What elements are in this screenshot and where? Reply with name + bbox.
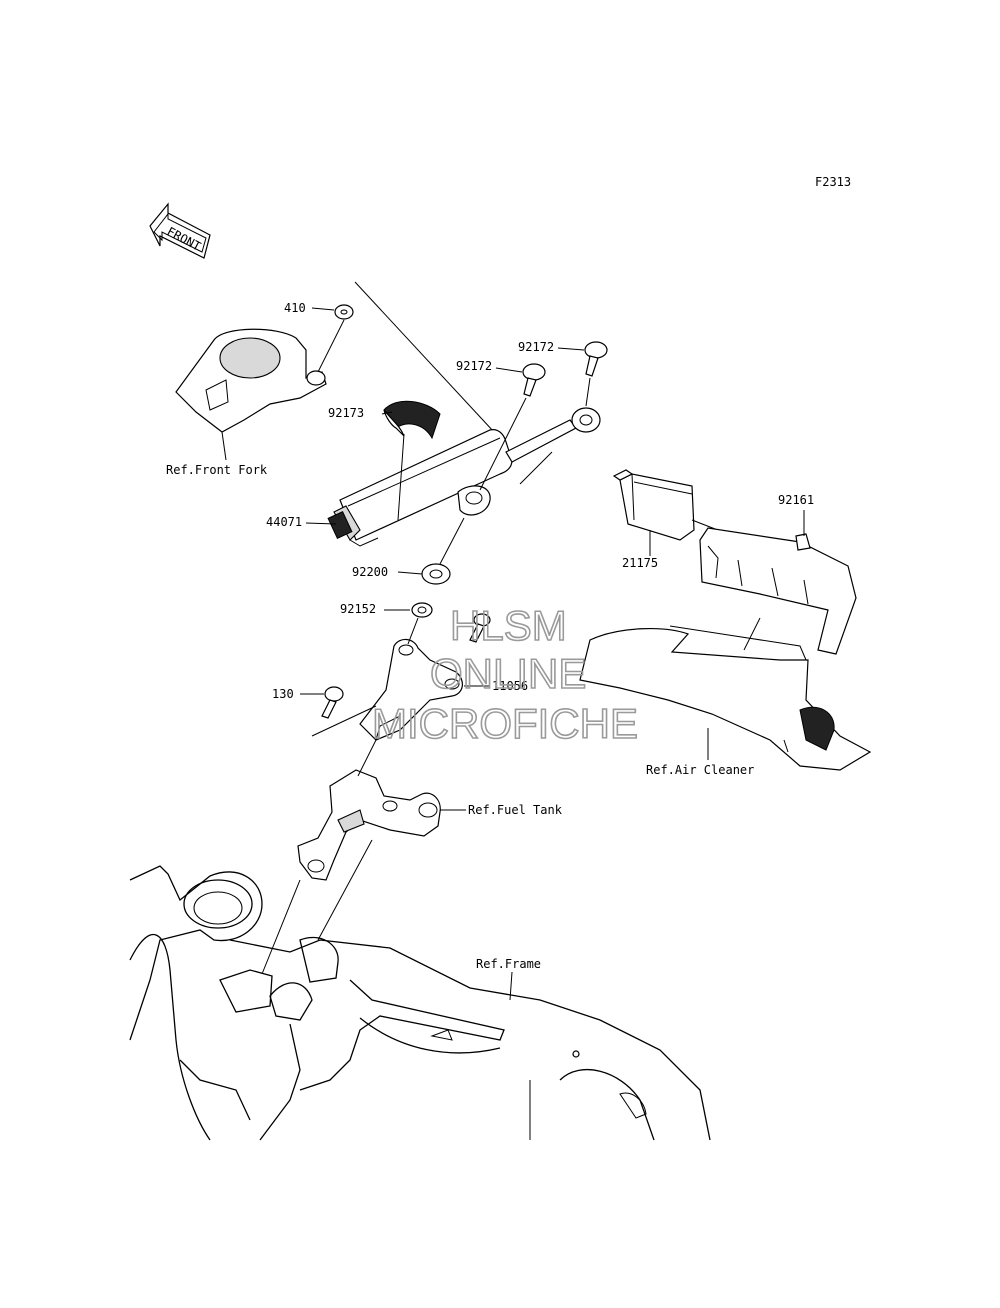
cover-92161 [699, 527, 857, 655]
watermark-line-1: HLSM [450, 602, 567, 649]
ref-frame-label: Ref.Frame [476, 957, 541, 971]
bolt-11056 [469, 613, 491, 643]
part-label-92172-upper: 92172 [518, 340, 554, 354]
bolt-92172-lower [522, 363, 546, 397]
nut-92152 [411, 602, 433, 618]
watermark-line-3: MICROFICHE [372, 700, 638, 747]
washer-92200 [421, 563, 451, 585]
part-label-92172-lower: 92172 [456, 359, 492, 373]
steering-damper [327, 407, 601, 547]
bolt-130 [321, 686, 344, 719]
part-label-92152: 92152 [340, 602, 376, 616]
air-cleaner-housing [579, 625, 872, 771]
watermark-line-2: ONLINE [430, 650, 586, 697]
bolt-92172-upper [584, 341, 608, 377]
front-arrow-icon: FRONT [149, 202, 211, 259]
part-label-130: 130 [272, 687, 294, 701]
ref-air-cleaner-label: Ref.Air Cleaner [646, 763, 754, 777]
front-fork-clamp [175, 328, 327, 461]
part-label-410: 410 [284, 301, 306, 315]
part-label-21175: 21175 [622, 556, 658, 570]
part-label-11056: 11056 [492, 679, 528, 693]
unit-21175 [612, 469, 695, 541]
watermark: HLSM ONLINE MICROFICHE [371, 601, 639, 748]
part-label-44071: 44071 [266, 515, 302, 529]
part-label-92173: 92173 [328, 406, 364, 420]
fuel-tank-bracket [297, 769, 441, 881]
part-label-92161: 92161 [778, 493, 814, 507]
ref-fuel-tank-label: Ref.Fuel Tank [468, 803, 563, 817]
washer-410 [334, 304, 354, 320]
motorcycle-frame [129, 865, 711, 1141]
part-label-92200: 92200 [352, 565, 388, 579]
bracket-11056 [359, 638, 463, 741]
bushing-92173 [383, 400, 441, 440]
figure-code: F2313 [815, 175, 851, 189]
ref-front-fork-label: Ref.Front Fork [166, 463, 268, 477]
